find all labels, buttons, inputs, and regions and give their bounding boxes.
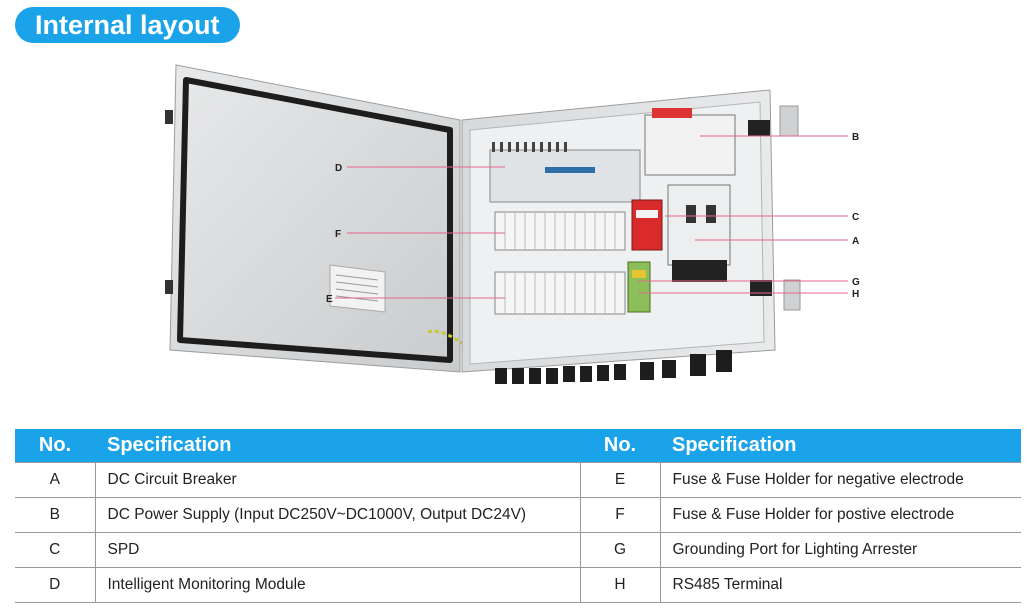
item-no: H [580, 567, 661, 603]
item-specification: Fuse & Fuse Holder for negative electrod… [660, 462, 1021, 498]
item-no: D [15, 567, 96, 603]
item-specification: DC Circuit Breaker [95, 462, 581, 498]
cable-glands [495, 350, 732, 384]
table-row: D Intelligent Monitoring Module H RS485 … [15, 567, 1021, 603]
power-supply [644, 108, 736, 176]
fuse-rail-upper [494, 211, 626, 251]
item-no: F [580, 497, 661, 533]
item-no: B [15, 497, 96, 533]
section-title: Internal layout [15, 7, 240, 43]
column-header-specification: Specification [95, 429, 580, 463]
table-row: A DC Circuit Breaker E Fuse & Fuse Holde… [15, 462, 1021, 498]
item-specification: Intelligent Monitoring Module [95, 567, 581, 603]
item-specification: Fuse & Fuse Holder for postive electrode [660, 497, 1021, 533]
monitoring-module [489, 142, 641, 203]
table-row: C SPD G Grounding Port for Lighting Arre… [15, 532, 1021, 568]
callout-a: A [852, 236, 859, 247]
item-specification: DC Power Supply (Input DC250V~DC1000V, O… [95, 497, 581, 533]
specification-table: No. Specification No. Specification A DC… [15, 429, 1021, 603]
callout-f: F [335, 229, 341, 240]
column-header-specification: Specification [660, 429, 1021, 463]
item-specification: RS485 Terminal [660, 567, 1021, 603]
callout-g: G [852, 277, 860, 288]
callout-h: H [852, 289, 859, 300]
dc-breaker [667, 184, 731, 282]
table-row: B DC Power Supply (Input DC250V~DC1000V,… [15, 497, 1021, 533]
table-header-row: No. Specification No. Specification [15, 429, 1021, 463]
door [165, 64, 497, 373]
spd [631, 199, 663, 251]
callout-lines [335, 135, 848, 299]
item-specification: Grounding Port for Lighting Arrester [660, 532, 1021, 568]
callout-e: E [326, 294, 333, 305]
callout-b: B [852, 132, 859, 143]
door-label-plate [329, 264, 386, 313]
item-no: C [15, 532, 96, 568]
grounding-terminals [627, 261, 651, 313]
callout-d: D [335, 163, 342, 174]
fuse-rail-lower [494, 271, 626, 315]
item-no: A [15, 462, 96, 498]
item-no: G [580, 532, 661, 568]
enclosure-illustration: D F E B C A G H [165, 64, 860, 384]
callout-c: C [852, 212, 859, 223]
column-header-no: No. [580, 429, 660, 463]
column-header-no: No. [15, 429, 95, 463]
item-specification: SPD [95, 532, 581, 568]
item-no: E [580, 462, 661, 498]
